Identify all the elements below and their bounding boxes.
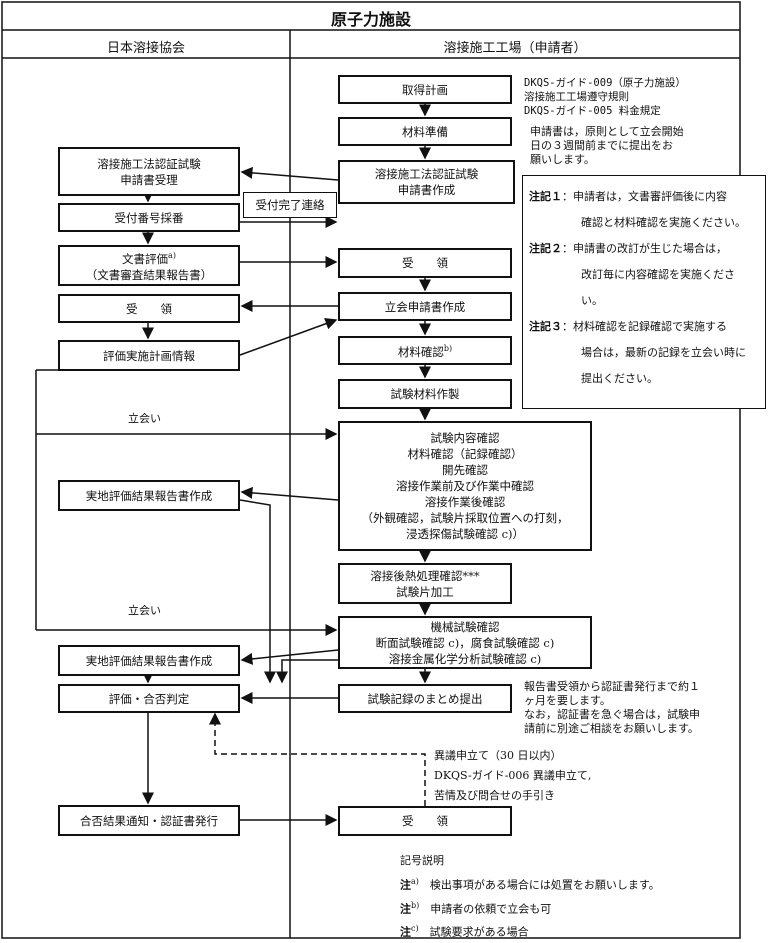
legend-mark: 注 bbox=[400, 902, 411, 916]
legend-text: 試験要求がある場合 bbox=[429, 925, 529, 939]
box-text: 材料確認 bbox=[397, 344, 444, 359]
box-text: 評価実施計画情報 bbox=[103, 348, 195, 363]
box-app-accept: 溶接施工法認証試験申請書受理 bbox=[58, 147, 240, 196]
box-notify: 合否結果通知・認証書発行 bbox=[58, 805, 240, 836]
box-make-material: 試験材料作製 bbox=[338, 379, 512, 409]
box-text: 溶接作業前及び作業中確認 bbox=[396, 479, 534, 493]
note-text: ：申請者は，文書審評価後に内容 bbox=[562, 190, 727, 203]
notes-box: 注記１：申請者は，文書審評価後に内容確認と材料確認を実施ください。 注記２：申請… bbox=[522, 175, 766, 409]
witness-label: 立会い bbox=[128, 604, 161, 617]
legend-item: 注c) 試験要求がある場合 bbox=[400, 919, 660, 943]
legend-text: 申請者の依頼で立会も可 bbox=[430, 902, 552, 916]
note-text: 場合は，最新の記録を立会い時に bbox=[581, 346, 746, 359]
deadline-note: 申請書は，原則として立会開始 日の３週間前までに提出をお 願いします。 bbox=[530, 125, 684, 166]
note-text: ：材料確認を記録確認で実施する bbox=[562, 320, 727, 333]
box-text: 試験記録のまとめ提出 bbox=[367, 691, 483, 706]
legend-mark: 注 bbox=[400, 925, 411, 939]
box-material-check: 材料確認b) bbox=[338, 336, 512, 365]
note-3: 注記３：材料確認を記録確認で実施する場合は，最新の記録を立会い時に提出ください。 bbox=[529, 314, 759, 392]
note-text: 改訂毎に内容確認を実施くださ bbox=[581, 268, 735, 281]
box-field-report2: 実地評価結果報告書作成 bbox=[58, 645, 240, 676]
box-text: 取得計画 bbox=[402, 82, 448, 97]
box-text: （文書審査結果報告書） bbox=[85, 267, 213, 282]
box-text: 実地評価結果報告書作成 bbox=[85, 488, 213, 503]
box-text: 受付番号採番 bbox=[114, 210, 184, 225]
box-plan: 取得計画 bbox=[338, 75, 512, 104]
box-pwht: 溶接後熱処理確認***試験片加工 bbox=[338, 563, 512, 604]
box-test-check: 試験内容確認材料確認（記録確認） 開先確認溶接作業前及び作業中確認溶接作業後確認 （… bbox=[338, 421, 592, 551]
note-text: ：申請書の改訂が生じた場合は， bbox=[562, 242, 727, 255]
box-text: （外観確認，試験片採取位置への打刻， bbox=[361, 511, 569, 525]
box-text: 溶接金属化学分析試験確認 c) bbox=[388, 651, 542, 666]
box-text: 文書評価a) bbox=[122, 248, 176, 267]
legend-title: 記号説明 bbox=[400, 854, 444, 867]
note-label: 注記１ bbox=[529, 190, 562, 203]
box-text: 文書評価 bbox=[122, 251, 169, 266]
legend-item: 注b) 申請者の依頼で立会も可 bbox=[400, 896, 660, 920]
box-plan-info: 評価実施計画情報 bbox=[58, 340, 240, 371]
note-text: 確認と材料確認を実施ください。 bbox=[581, 216, 746, 229]
box-text: 試験内容確認 bbox=[430, 431, 500, 445]
box-accept-complete: 受付完了連絡 bbox=[243, 192, 337, 218]
box-text: 受 領 bbox=[402, 814, 448, 828]
note-text: い。 bbox=[581, 294, 603, 307]
box-text: 受 領 bbox=[402, 256, 448, 270]
witness-label: 立会い bbox=[128, 412, 161, 425]
box-text: 材料確認（記録確認） bbox=[407, 447, 523, 461]
box-text: 申請書作成 bbox=[397, 183, 456, 197]
page-title: 原子力施設 bbox=[330, 10, 411, 29]
legend-text: 検出事項がある場合には処置をお願いします。 bbox=[429, 878, 660, 892]
legend-sup: c) bbox=[411, 924, 419, 934]
box-receive1: 受 領 bbox=[338, 248, 512, 278]
box-doc-eval: 文書評価a)（文書審査結果報告書） bbox=[58, 245, 240, 286]
box-text: 受 領 bbox=[126, 301, 172, 316]
note-mark: b) bbox=[443, 344, 453, 354]
note-text: 提出ください。 bbox=[581, 372, 658, 385]
box-text: 受付完了連絡 bbox=[255, 198, 325, 212]
box-mech: 機械試験確認断面試験確認 c)，腐食試験確認 c)溶接金属化学分析試験確認 c) bbox=[338, 616, 592, 669]
box-text: 溶接施工法認証試験 bbox=[97, 156, 201, 171]
note-mark: a) bbox=[168, 251, 176, 261]
reference-docs: DKQS-ガイド-009（原子力施設） 溶接施工工場遵守規則 DKQS-ガイド-… bbox=[524, 77, 686, 117]
objection-note: 異議申立て（30 日以内） DKQS-ガイド-006 異議申立て, 苦情及び問合… bbox=[434, 749, 592, 802]
box-text: 溶接作業後確認 bbox=[424, 495, 506, 509]
box-text: 溶接施工法認証試験 bbox=[374, 167, 479, 181]
box-text: 溶接後熱処理確認*** bbox=[370, 568, 480, 583]
box-text: 機械試験確認 bbox=[430, 619, 500, 634]
box-text: 実地評価結果報告書作成 bbox=[85, 653, 213, 668]
box-text: 材料準備 bbox=[402, 124, 448, 139]
header-association: 日本溶接協会 bbox=[106, 41, 185, 56]
box-numbering: 受付番号採番 bbox=[58, 203, 240, 232]
box-text: 合否結果通知・認証書発行 bbox=[80, 813, 218, 828]
box-text: 試験材料作製 bbox=[390, 387, 460, 401]
box-receive: 受 領 bbox=[58, 294, 240, 323]
box-receive2: 受 領 bbox=[338, 806, 512, 836]
box-app-create: 溶接施工法認証試験申請書作成 bbox=[338, 160, 515, 204]
note-1: 注記１：申請者は，文書審評価後に内容確認と材料確認を実施ください。 bbox=[529, 184, 759, 236]
note-label: 注記２ bbox=[529, 242, 562, 255]
box-text: 材料確認b) bbox=[398, 341, 452, 360]
legend-mark: 注 bbox=[400, 878, 411, 892]
header-applicant: 溶接施工工場（申請者） bbox=[443, 41, 587, 56]
box-text: 試験片加工 bbox=[396, 584, 454, 599]
box-text: 申請書受理 bbox=[120, 172, 178, 187]
note-2: 注記２：申請書の改訂が生じた場合は， 改訂毎に内容確認を実施ください。 bbox=[529, 236, 759, 314]
box-summary: 試験記録のまとめ提出 bbox=[338, 684, 512, 713]
legend-item: 注a) 検出事項がある場合には処置をお願いします。 bbox=[400, 872, 660, 896]
legend-sup: b) bbox=[411, 900, 420, 910]
box-field-report1: 実地評価結果報告書作成 bbox=[58, 480, 240, 511]
issue-time-note: 報告書受領から認証書発行まで約１ ヶ月を要します。 なお，認証書を急ぐ場合は，試… bbox=[524, 680, 700, 735]
box-witness-app: 立会申請書作成 bbox=[338, 292, 512, 321]
box-text: 評価・合否判定 bbox=[108, 691, 190, 706]
legend: 注a) 検出事項がある場合には処置をお願いします。 注b) 申請者の依頼で立会も… bbox=[400, 872, 660, 943]
box-text: 開先確認 bbox=[442, 463, 488, 477]
box-judge: 評価・合否判定 bbox=[58, 684, 240, 713]
box-text: 断面試験確認 c)，腐食試験確認 c) bbox=[375, 635, 555, 650]
note-label: 注記３ bbox=[529, 320, 562, 333]
box-prep: 材料準備 bbox=[338, 117, 512, 146]
legend-sup: a) bbox=[411, 877, 419, 886]
box-text: 浸透探傷試験確認 c)） bbox=[405, 527, 525, 541]
box-text: 立会申請書作成 bbox=[384, 299, 466, 314]
